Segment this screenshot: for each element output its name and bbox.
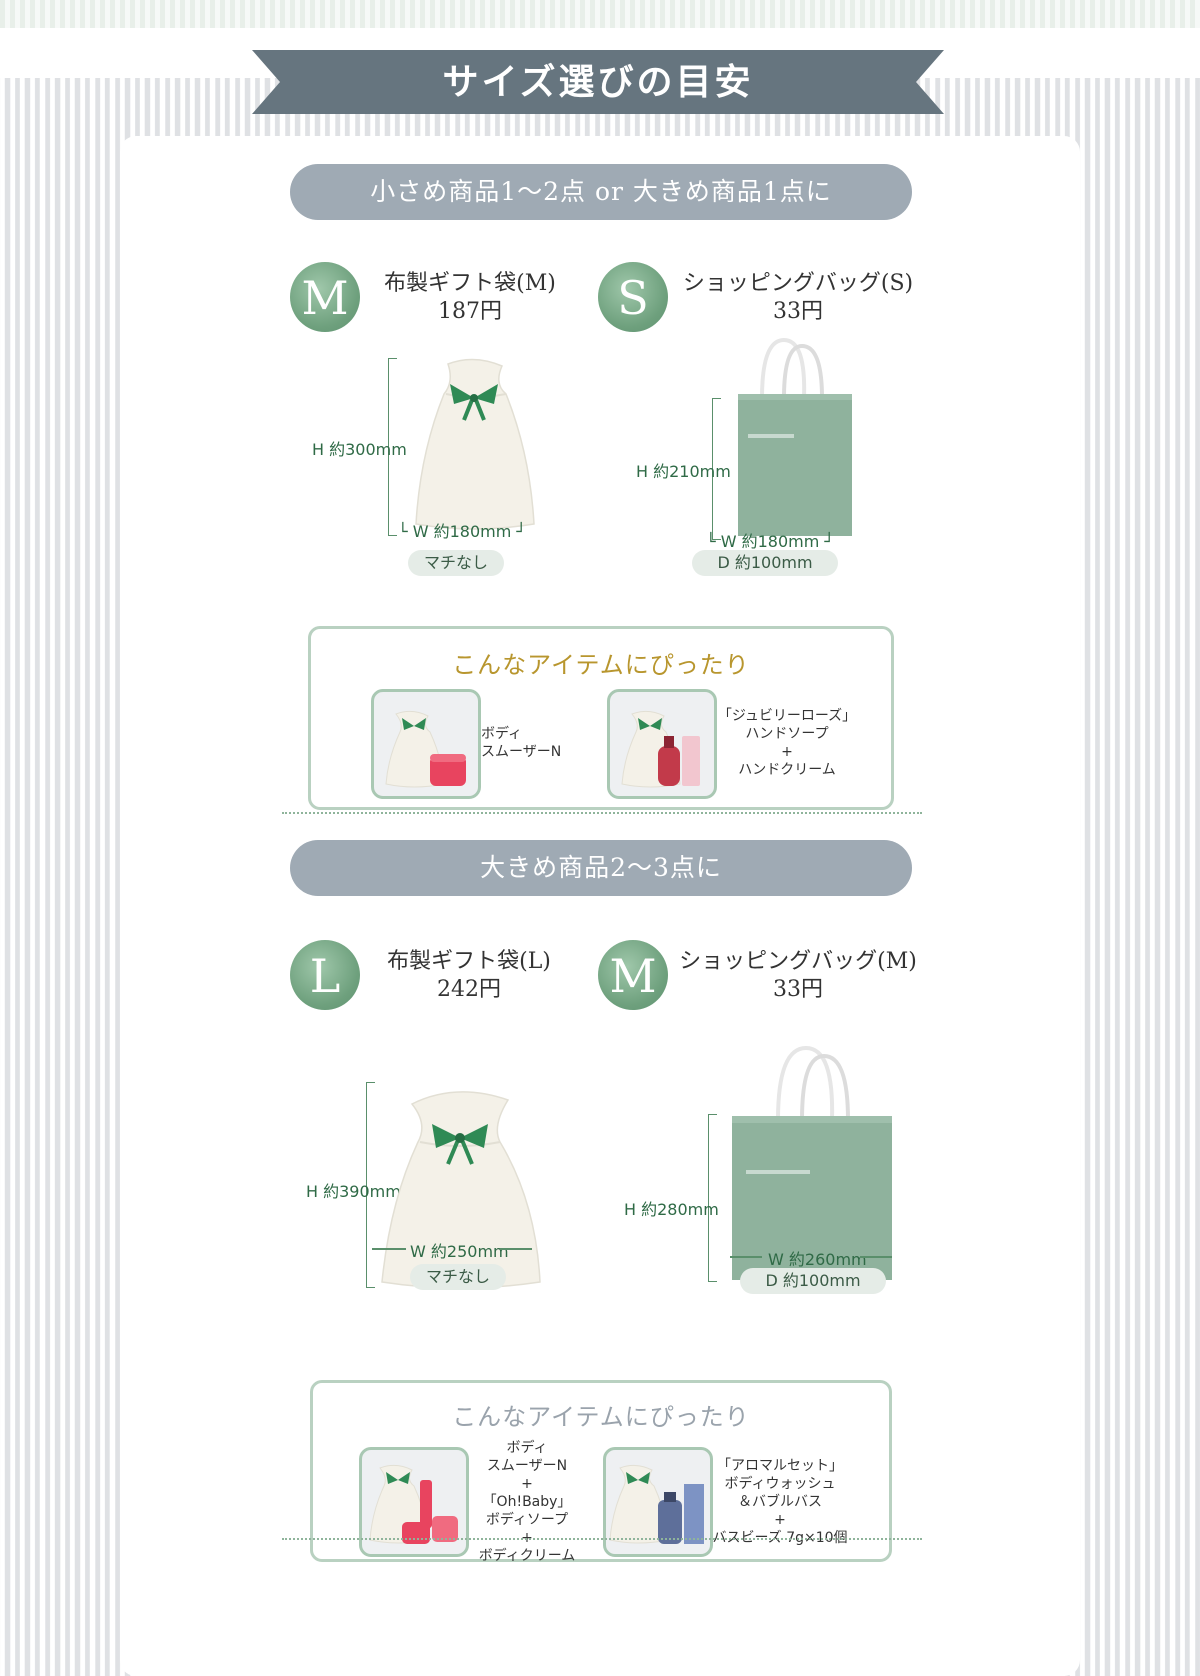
size-badge-l: L — [290, 940, 360, 1010]
height-bracket — [388, 358, 397, 536]
gusset-chip: マチなし — [408, 550, 504, 576]
height-bracket — [366, 1082, 375, 1288]
suggest-title: こんなアイテムにぴったり — [452, 651, 750, 679]
gift-bag-m-image — [415, 358, 535, 530]
product-price: 242円 — [437, 977, 501, 1002]
product-name: ショッピングバッグ(M) 33円 — [660, 948, 936, 1004]
size-badge-s: S — [598, 262, 668, 332]
shopping-bag-s-image — [738, 337, 852, 536]
section-heading-small: 小さめ商品1〜2点 or 大きめ商品1点に — [290, 164, 912, 220]
height-dimension: H 約210mm — [636, 462, 731, 481]
section-heading-large: 大きめ商品2〜3点に — [290, 840, 912, 896]
depth-chip: D 約100mm — [692, 550, 838, 576]
product-title: 布製ギフト袋(M) — [384, 271, 556, 296]
item-thumbnail — [359, 1447, 469, 1557]
width-dimension: W 約260mm — [768, 1250, 867, 1269]
product-price: 187円 — [438, 299, 502, 324]
height-bracket — [708, 1114, 717, 1282]
width-dimension: W 約250mm — [410, 1242, 509, 1261]
item-label: ボディ スムーザーN + 「Oh!Baby」 ボディソープ + ボディクリーム — [478, 1440, 576, 1564]
height-bracket — [712, 398, 721, 540]
ribbon-shape — [252, 50, 944, 114]
depth-chip: D 約100mm — [740, 1268, 886, 1294]
gift-bag-l-image — [381, 1091, 541, 1289]
item-label: 「アロマルセット」 ボディウォッシュ ＆バブルバス + バスビーズ 7g×10個 — [712, 1458, 848, 1546]
suggest-box: こんなアイテムにぴったり ボディ スムーザーN 「ジュビリーローズ」 ハンドソー… — [308, 626, 894, 810]
width-dimension: └ W 約180mm ┘ — [398, 522, 527, 541]
gift-with-product-image — [369, 1464, 458, 1544]
product-price: 33円 — [773, 299, 823, 324]
height-dimension: H 約280mm — [624, 1200, 719, 1219]
suggest-title: こんなアイテムにぴったり — [452, 1403, 750, 1431]
section-divider — [282, 1538, 922, 1540]
item-thumbnail — [603, 1447, 713, 1557]
item-label: ボディ スムーザーN — [481, 726, 562, 760]
width-bracket-left — [372, 1248, 406, 1250]
height-dimension: H 約390mm — [306, 1182, 401, 1201]
size-guide-card: 小さめ商品1〜2点 or 大きめ商品1点に M 布製ギフト袋(M) 187円 H… — [120, 136, 1080, 1676]
width-bracket-right — [500, 1248, 532, 1250]
item-thumbnail — [607, 689, 717, 799]
top-stripe-band — [0, 0, 1200, 28]
size-badge-m: M — [290, 262, 360, 332]
width-bracket-right — [860, 1256, 892, 1258]
shopping-bag-m-image — [732, 1045, 892, 1280]
item-thumbnail — [371, 689, 481, 799]
suggest-box: こんなアイテムにぴったり ボディ スムーザーN + 「Oh!Baby」 ボディソ… — [310, 1380, 892, 1564]
gift-with-product-image — [385, 710, 466, 788]
product-name: ショッピングバッグ(S) 33円 — [668, 270, 928, 326]
product-name: 布製ギフト袋(M) 187円 — [360, 270, 580, 326]
product-name: 布製ギフト袋(L) 242円 — [364, 948, 574, 1004]
gift-with-product-image — [621, 710, 700, 788]
product-title: ショッピングバッグ(S) — [682, 271, 914, 296]
gift-with-product-image — [609, 1464, 704, 1544]
product-title: ショッピングバッグ(M) — [679, 949, 917, 974]
size-badge-m: M — [598, 940, 668, 1010]
height-dimension: H 約300mm — [312, 440, 407, 459]
page-title: サイズ選びの目安 — [442, 61, 754, 103]
product-price: 33円 — [773, 977, 823, 1002]
section-divider — [282, 812, 922, 814]
item-label: 「ジュビリーローズ」 ハンドソープ + ハンドクリーム — [717, 708, 857, 778]
gusset-chip: マチなし — [410, 1264, 506, 1290]
title-ribbon: サイズ選びの目安 — [252, 50, 944, 114]
product-title: 布製ギフト袋(L) — [387, 949, 551, 974]
width-dimension: └ W 約180mm ┘ — [706, 532, 835, 551]
width-bracket-left — [730, 1256, 762, 1258]
